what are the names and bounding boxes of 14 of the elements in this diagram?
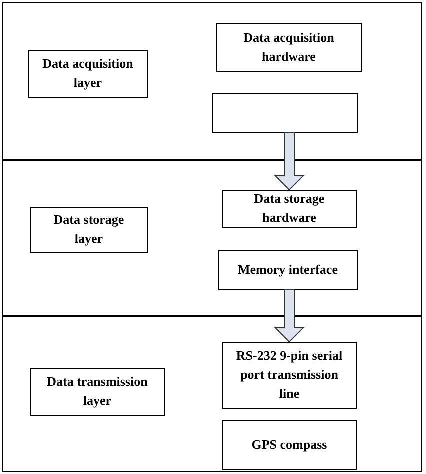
component-box: Memory interface (218, 250, 358, 290)
layer-label-box: Data storage layer (30, 207, 148, 253)
layer-band (2, 160, 422, 316)
empty-box (212, 93, 358, 133)
block-arrow (274, 132, 305, 191)
layer-label-box: Data transmission layer (30, 368, 165, 416)
layer-band (2, 316, 422, 472)
layer-band (2, 2, 422, 160)
block-arrow (274, 290, 305, 343)
component-box: Data acquisition hardware (216, 23, 362, 72)
component-box: RS-232 9-pin serial port transmission line (222, 342, 357, 409)
component-box: Data storage hardware (222, 190, 357, 228)
component-box: GPS compass (222, 420, 357, 470)
layer-label-box: Data acquisition layer (28, 50, 148, 98)
